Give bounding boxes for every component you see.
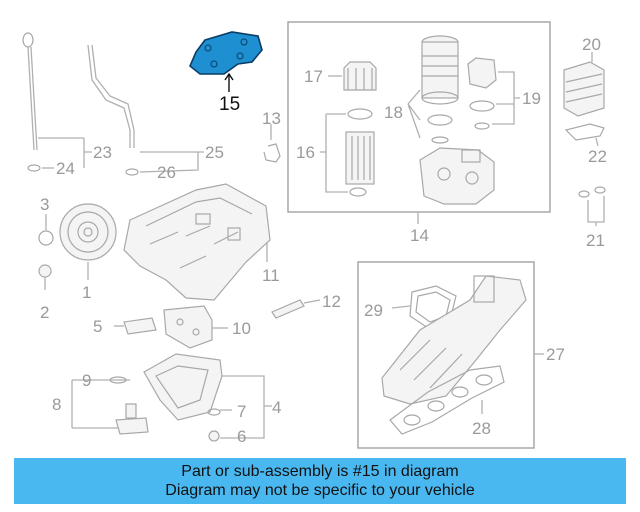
callout-16: 16 bbox=[296, 143, 315, 162]
callout-10: 10 bbox=[232, 319, 251, 338]
callout-24: 24 bbox=[56, 159, 75, 178]
callout-2: 2 bbox=[40, 303, 49, 322]
callout-12: 12 bbox=[322, 292, 341, 311]
callout-3: 3 bbox=[40, 195, 49, 214]
banner-line-2: Diagram may not be specific to your vehi… bbox=[165, 482, 475, 499]
filter-housing-part bbox=[419, 147, 495, 205]
callout-5: 5 bbox=[93, 317, 102, 336]
sensor-part bbox=[271, 299, 305, 319]
info-banner: Part or sub-assembly is #15 in diagram D… bbox=[14, 458, 626, 504]
callout-20: 20 bbox=[582, 35, 601, 54]
dipstick-part bbox=[22, 32, 41, 172]
oil-pan-part bbox=[143, 353, 223, 421]
callout-11: 11 bbox=[262, 266, 280, 285]
bolt-part bbox=[38, 264, 52, 290]
highlighted-part-15[interactable] bbox=[189, 31, 263, 92]
cooler-gasket-part bbox=[564, 123, 605, 141]
callout-14: 14 bbox=[410, 226, 429, 245]
callout-18: 18 bbox=[384, 103, 403, 122]
callout-29: 29 bbox=[364, 301, 383, 320]
callout-25: 25 bbox=[205, 143, 224, 162]
callout-1: 1 bbox=[82, 283, 91, 302]
dipstick-tube-part bbox=[87, 44, 139, 176]
banner-line-1: Part or sub-assembly is #15 in diagram bbox=[181, 463, 459, 480]
oil-level-sensor-part bbox=[115, 403, 149, 435]
callout-15: 15 bbox=[219, 94, 240, 115]
callout-27: 27 bbox=[546, 345, 565, 364]
callout-8: 8 bbox=[52, 395, 61, 414]
washer-part bbox=[38, 230, 54, 246]
hose-part bbox=[263, 143, 281, 163]
callout-17: 17 bbox=[304, 67, 323, 86]
intake-gasket-28-part bbox=[389, 365, 505, 435]
engine-block-part bbox=[123, 183, 271, 301]
callout-9: 9 bbox=[82, 371, 91, 390]
oil-filter-part bbox=[345, 131, 375, 185]
parts-diagram: 15 23 24 25 26 1 3 2 11 bbox=[22, 21, 607, 449]
callout-22: 22 bbox=[588, 147, 607, 166]
valve-part bbox=[467, 57, 497, 89]
callout-21: 21 bbox=[586, 231, 605, 250]
gasket-strip-part bbox=[123, 317, 157, 335]
callout-26: 26 bbox=[157, 163, 176, 182]
drain-plug-part bbox=[208, 430, 220, 442]
callout-23: 23 bbox=[93, 143, 112, 162]
callout-6: 6 bbox=[237, 427, 246, 446]
callout-7: 7 bbox=[237, 402, 246, 421]
callout-13: 13 bbox=[262, 109, 281, 128]
filter-element-part bbox=[421, 35, 459, 105]
oil-cooler-part bbox=[563, 61, 605, 117]
callout-19: 19 bbox=[522, 89, 541, 108]
callout-28: 28 bbox=[472, 419, 491, 438]
group-box-14 bbox=[287, 21, 551, 213]
callout-4: 4 bbox=[272, 398, 281, 417]
intake-manifold-part bbox=[381, 275, 527, 405]
bracket-part bbox=[163, 305, 213, 349]
pulley-part bbox=[59, 203, 117, 261]
filter-cap-part bbox=[343, 61, 377, 91]
